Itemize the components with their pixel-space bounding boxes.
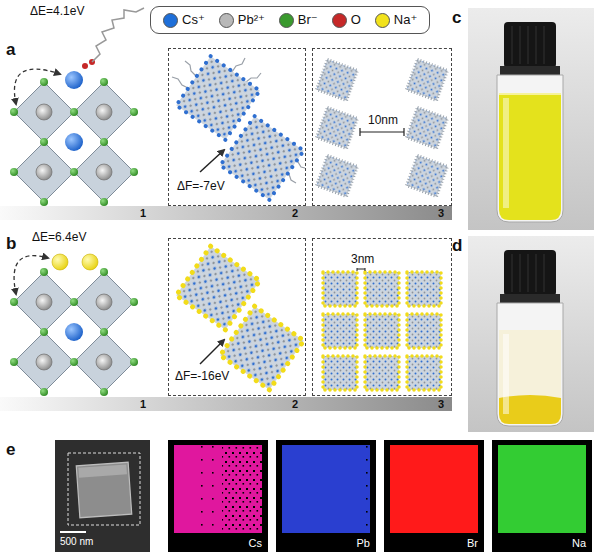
- legend-swatch: [375, 13, 390, 28]
- progress-bar: [0, 206, 452, 220]
- legend-item: Pb²⁺: [219, 12, 265, 28]
- energy-label: ΔE=6.4eV: [32, 230, 86, 244]
- eds-map-cs: [168, 440, 268, 552]
- legend-box: Cs⁺ Pb²⁺ Br⁻ O Na⁺: [150, 6, 430, 34]
- stage-number: 2: [292, 206, 298, 220]
- legend-text: Na⁺: [394, 12, 417, 28]
- element-map: Pb: [276, 440, 376, 552]
- legend-swatch: [163, 13, 178, 28]
- legend-text: Cs⁺: [182, 12, 205, 28]
- panel-label: Br: [467, 536, 478, 550]
- sem-image: [55, 440, 150, 552]
- lattice-a: [10, 8, 144, 206]
- spacing-bracket-b3: [357, 268, 365, 271]
- panel-label: ΔF=-7eV: [177, 179, 225, 193]
- legend-item: Br⁻: [279, 12, 318, 28]
- nanocrystals-b2: [176, 246, 304, 390]
- legend-item: Cs⁺: [163, 12, 205, 28]
- panel-label: 3nm: [351, 252, 374, 266]
- panel-letter: d: [452, 236, 462, 256]
- legend-text: O: [351, 12, 361, 28]
- legend-item: Na⁺: [375, 12, 417, 28]
- stage-number: 1: [140, 397, 146, 411]
- legend-text: Pb²⁺: [238, 12, 265, 28]
- panel-label: Cs: [249, 536, 262, 550]
- panel-letter: b: [6, 234, 16, 254]
- panel-label: Na: [572, 536, 586, 550]
- eds-map-br: [384, 440, 484, 552]
- legend-swatch: [219, 13, 234, 28]
- spacing-bracket-a3: [360, 128, 404, 136]
- dashed-panel: 3nm: [312, 238, 452, 396]
- dashed-panel: 10nm: [312, 48, 452, 206]
- panel-label: 10nm: [368, 113, 398, 127]
- panel-label: ΔF=-16eV: [175, 369, 229, 383]
- vial-photo-d: [468, 236, 594, 432]
- stage-number: 3: [438, 397, 444, 411]
- element-map: Br: [384, 440, 484, 552]
- stage-number: 2: [292, 397, 298, 411]
- element-map: Na: [492, 440, 592, 552]
- dashed-panel: ΔF=-7eV: [168, 48, 306, 206]
- eds-map-pb: [276, 440, 376, 552]
- panel-letter: c: [452, 8, 461, 28]
- panel-letter: a: [6, 40, 15, 60]
- element-map: Cs: [168, 440, 268, 552]
- legend-text: Br⁻: [298, 12, 318, 28]
- legend-item: O: [332, 12, 361, 28]
- vial-photo-c: [468, 8, 594, 230]
- nanocrystals-a2: [172, 56, 305, 200]
- sem-panel: 500 nm: [55, 440, 150, 552]
- panel-label: Pb: [357, 536, 370, 550]
- lattice-b: [10, 254, 138, 396]
- panel-label: 500 nm: [60, 535, 93, 549]
- legend-swatch: [332, 13, 347, 28]
- stage-number: 3: [438, 206, 444, 220]
- energy-label: ΔE=4.1eV: [30, 4, 84, 18]
- dashed-panel: ΔF=-16eV: [168, 238, 306, 396]
- stage-number: 1: [140, 206, 146, 220]
- eds-map-na: [492, 440, 592, 552]
- nanocrystal-array-b3: [323, 272, 441, 390]
- panel-letter: e: [6, 440, 15, 460]
- legend-swatch: [279, 13, 294, 28]
- progress-bar: [0, 397, 452, 411]
- nanocrystal-array-a3: [316, 59, 447, 196]
